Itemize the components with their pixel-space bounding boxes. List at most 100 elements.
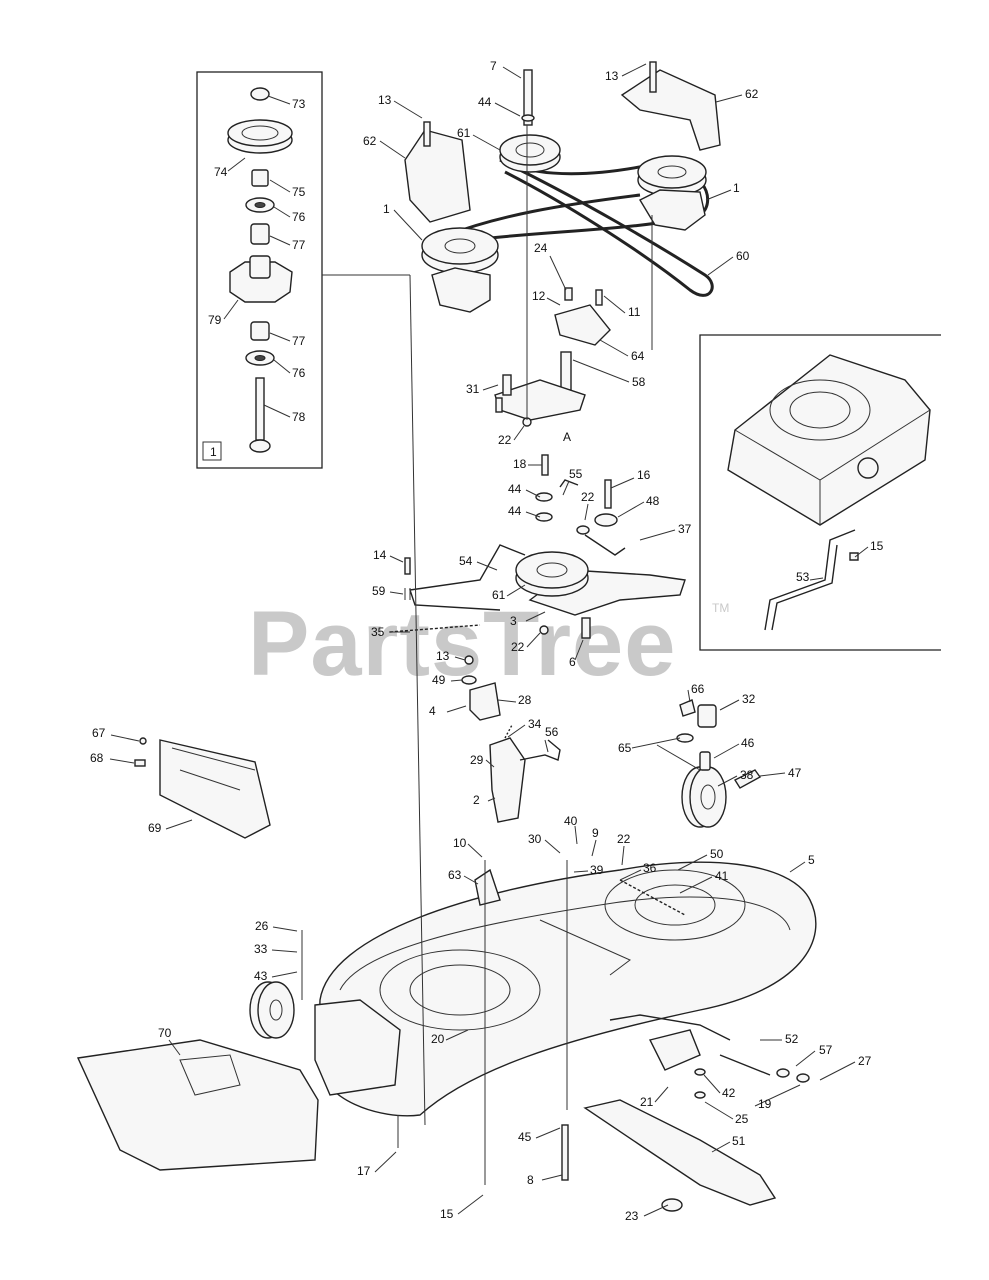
watermark-text: PartsTree [248, 593, 676, 695]
callout-44: 44 [508, 482, 541, 498]
callout-number: 17 [357, 1164, 371, 1178]
callout-17: 17 [357, 1151, 397, 1178]
callout-number: 15 [870, 539, 884, 553]
callout-2: 2 [473, 793, 496, 807]
callout-leader [535, 1127, 561, 1139]
callout-5: 5 [789, 853, 815, 873]
idler-pulley-mid [515, 454, 686, 639]
callout-number: 18 [513, 457, 527, 471]
callout-number: 67 [92, 726, 106, 740]
callout-leader [506, 584, 526, 597]
callout-leader [379, 140, 406, 159]
deck-detail-inset [699, 334, 941, 651]
callout-leader [450, 679, 463, 682]
callout-49: 49 [432, 673, 463, 687]
callout-leader [562, 480, 570, 496]
callout-57: 57 [795, 1043, 833, 1067]
callout-leader [457, 1194, 484, 1215]
callout-73: 73 [267, 95, 306, 111]
callout-leader [269, 235, 291, 246]
callout-leader [687, 689, 691, 703]
callout-leader [467, 843, 483, 858]
callout-23: 23 [625, 1204, 669, 1223]
callout-number: 78 [292, 410, 306, 424]
callout-47: 47 [759, 766, 802, 780]
callout-number: 59 [372, 584, 386, 598]
callout-leader [754, 1084, 801, 1107]
callout-number: 38 [740, 768, 754, 782]
callout-34: 34 [507, 717, 542, 738]
callout-number: 44 [508, 504, 522, 518]
detail-marker: A [563, 430, 571, 444]
callout-number: 69 [148, 821, 162, 835]
callout-leader [269, 179, 291, 193]
callout-leader [574, 825, 578, 845]
callout-number: 76 [292, 366, 306, 380]
callout-number: 54 [459, 554, 473, 568]
callout-number: 60 [736, 249, 750, 263]
callout-number: 76 [292, 210, 306, 224]
callout-leader [502, 66, 522, 79]
callout-leader [719, 699, 740, 711]
callout-number: 74 [214, 165, 228, 179]
callout-24: 24 [534, 241, 567, 291]
callout-62: 62 [363, 134, 406, 159]
callout-number: 22 [511, 640, 525, 654]
callout-40: 40 [564, 814, 578, 845]
callout-leader [639, 529, 676, 541]
callout-6: 6 [569, 639, 584, 669]
callout-leader [679, 876, 713, 894]
callout-number: 62 [363, 134, 377, 148]
callout-leader [482, 384, 499, 391]
callout-15: 15 [440, 1194, 484, 1221]
bracket-4 [461, 655, 501, 721]
gauge-wheel-38 [656, 744, 762, 828]
shield-69 [134, 737, 271, 839]
callout-number: 56 [545, 725, 559, 739]
callout-number: 45 [518, 1130, 532, 1144]
callout-67: 67 [92, 726, 140, 742]
callout-number: 21 [640, 1095, 654, 1109]
blade-51 [561, 1099, 777, 1212]
callout-number: 57 [819, 1043, 833, 1057]
callout-leader [546, 297, 561, 306]
callout-12: 12 [532, 289, 561, 306]
callout-number: 61 [457, 126, 471, 140]
callout-76: 76 [273, 206, 306, 224]
callout-79: 79 [208, 299, 239, 327]
callout-25: 25 [704, 1101, 749, 1126]
callout-number: 61 [492, 588, 506, 602]
callout-31: 31 [466, 382, 499, 396]
callout-leader [525, 611, 546, 622]
callout-26: 26 [255, 919, 298, 933]
callout-leader [617, 501, 645, 518]
callout-68: 68 [90, 751, 135, 765]
callout-number: 55 [569, 467, 583, 481]
callout-66: 66 [687, 682, 705, 703]
callout-number: 1 [733, 181, 740, 195]
callout-19: 19 [754, 1084, 801, 1111]
callout-number: 27 [858, 1054, 872, 1068]
callout-leader [476, 561, 498, 571]
callout-42: 42 [703, 1074, 736, 1100]
bracket-assembly [494, 287, 611, 427]
callout-22: 22 [498, 425, 525, 447]
callout-number: 37 [678, 522, 692, 536]
callout-number: 79 [208, 313, 222, 327]
callout-number: 13 [605, 69, 619, 83]
callout-leader [705, 189, 732, 201]
callout-number: 29 [470, 753, 484, 767]
callout-27: 27 [819, 1054, 872, 1081]
callout-leader [711, 1141, 731, 1153]
callout-number: 62 [745, 87, 759, 101]
callout-leader [389, 591, 404, 595]
callout-leader [507, 724, 526, 738]
callout-44: 44 [478, 95, 521, 117]
callout-65: 65 [618, 737, 681, 755]
callout-number: 63 [448, 868, 462, 882]
callout-18: 18 [513, 457, 542, 471]
callout-14: 14 [373, 548, 404, 563]
callout-leader [707, 256, 734, 276]
